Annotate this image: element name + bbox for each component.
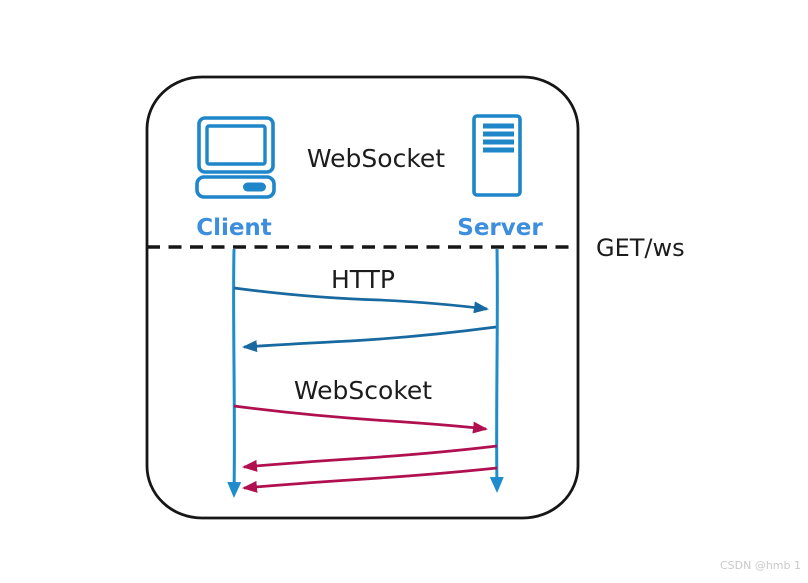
server-icon <box>472 114 522 197</box>
diagram-border-box <box>145 75 580 520</box>
client-lifeline <box>227 248 242 498</box>
client-label: Client <box>196 215 272 241</box>
ws-message-arrow-2 <box>242 444 498 472</box>
http-request-arrow <box>233 286 489 314</box>
ws-message-arrow-1 <box>233 404 488 434</box>
http-response-arrow <box>242 325 497 353</box>
http-section-label: HTTP <box>331 265 395 294</box>
computer-icon <box>195 116 276 199</box>
diagram-title: WebSocket <box>307 144 445 173</box>
websocket-section-label: WebScoket <box>294 376 432 405</box>
get-ws-annotation: GET/ws <box>596 234 685 262</box>
server-lifeline <box>489 248 504 493</box>
ws-message-arrow-3 <box>242 466 498 493</box>
watermark: CSDN @hmb 1 <box>720 559 801 572</box>
server-label: Server <box>457 215 543 241</box>
